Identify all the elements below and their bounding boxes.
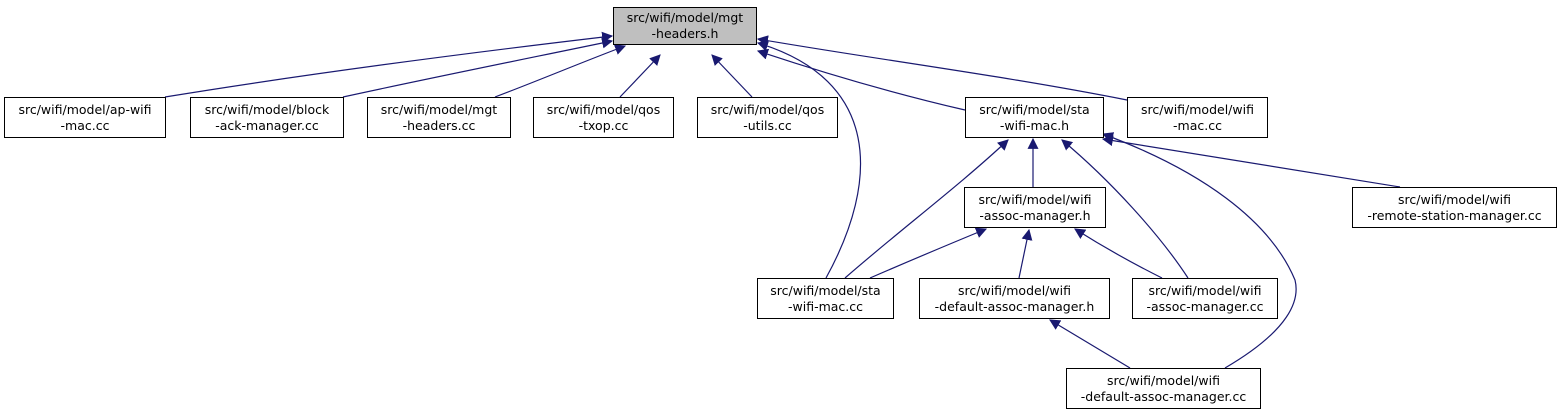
node-label-line2: -mac.cc: [1173, 117, 1222, 133]
edge-qos-utils-cc-to-mgt-headers-h: [711, 54, 753, 98]
node-qos-txop-cc[interactable]: src/wifi/model/qos -txop.cc: [533, 97, 674, 138]
edge-sta-wifi-mac-cc-to-wifi-assoc-manager-h: [869, 227, 988, 279]
node-label-line1: src/wifi/model/qos: [546, 101, 661, 117]
edge-sta-wifi-mac-cc-to-sta-wifi-mac-h: [844, 139, 1009, 279]
node-label-line1: src/wifi/model/wifi: [1398, 191, 1511, 207]
node-wifi-remote-station-manager-cc[interactable]: src/wifi/model/wifi -remote-station-mana…: [1352, 187, 1557, 228]
node-label-line2: -assoc-manager.cc: [1146, 298, 1264, 314]
edge-ap-wifi-mac-cc-to-mgt-headers-h: [164, 31, 614, 98]
node-label-line1: src/wifi/model/mgt: [380, 101, 498, 117]
node-label-line1: src/wifi/model/wifi: [1107, 372, 1220, 388]
node-wifi-default-assoc-manager-cc[interactable]: src/wifi/model/wifi -default-assoc-manag…: [1066, 368, 1261, 409]
node-label-line2: -assoc-manager.h: [979, 207, 1091, 223]
node-label-line2: -wifi-mac.cc: [787, 298, 864, 314]
edge-wifi-default-assoc-manager-h-to-wifi-assoc-manager-h: [1018, 228, 1033, 279]
node-sta-wifi-mac-h[interactable]: src/wifi/model/sta -wifi-mac.h: [965, 97, 1104, 138]
node-label-line1: src/wifi/model/mgt: [626, 10, 744, 25]
node-block-ack-manager-cc[interactable]: src/wifi/model/block -ack-manager.cc: [190, 97, 344, 138]
node-label-line2: -remote-station-manager.cc: [1367, 207, 1542, 223]
node-label-line1: src/wifi/model/block: [204, 101, 330, 117]
node-label-line2: -wifi-mac.h: [999, 117, 1070, 133]
node-qos-utils-cc[interactable]: src/wifi/model/qos -utils.cc: [697, 97, 838, 138]
node-label-line2: -txop.cc: [578, 117, 629, 133]
node-mgt-headers-cc[interactable]: src/wifi/model/mgt -headers.cc: [367, 97, 511, 138]
node-mgt-headers-h[interactable]: src/wifi/model/mgt -headers.h: [613, 7, 757, 45]
node-label-line1: src/wifi/model/sta: [979, 101, 1090, 117]
edge-wifi-default-assoc-manager-cc-to-wifi-default-assoc-manager-h: [1049, 319, 1131, 369]
node-label-line1: src/wifi/model/qos: [710, 101, 825, 117]
node-wifi-mac-cc[interactable]: src/wifi/model/wifi -mac.cc: [1127, 97, 1268, 138]
node-label-line2: -mac.cc: [60, 117, 110, 133]
node-label-line2: -headers.cc: [402, 117, 476, 133]
node-label-line1: src/wifi/model/wifi: [1141, 101, 1254, 117]
edge-qos-txop-cc-to-mgt-headers-h: [619, 54, 661, 98]
edge-block-ack-manager-cc-to-mgt-headers-h: [342, 37, 614, 98]
node-label-line1: src/wifi/model/ap-wifi: [18, 101, 152, 117]
node-ap-wifi-mac-cc[interactable]: src/wifi/model/ap-wifi -mac.cc: [4, 97, 166, 138]
node-label-line2: -default-assoc-manager.cc: [1080, 388, 1247, 404]
node-label-line1: src/wifi/model/wifi: [958, 282, 1071, 298]
node-label-line1: src/wifi/model/sta: [770, 282, 881, 298]
edge-wifi-mac-cc-to-mgt-headers-h: [756, 35, 1128, 101]
node-sta-wifi-mac-cc[interactable]: src/wifi/model/sta -wifi-mac.cc: [757, 278, 894, 319]
edge-mgt-headers-cc-to-mgt-headers-h: [494, 44, 627, 98]
node-label-line1: src/wifi/model/wifi: [978, 191, 1092, 207]
node-wifi-default-assoc-manager-h[interactable]: src/wifi/model/wifi -default-assoc-manag…: [919, 278, 1110, 319]
edge-wifi-assoc-manager-cc-to-wifi-assoc-manager-h: [1074, 228, 1163, 279]
edge-wifi-remote-station-manager-cc-to-sta-wifi-mac-h: [1101, 135, 1401, 188]
edge-wifi-assoc-manager-cc-to-sta-wifi-mac-h: [1061, 139, 1189, 279]
edge-wifi-default-assoc-manager-cc-to-sta-wifi-mac-h: [1101, 132, 1297, 369]
node-label-line2: -ack-manager.cc: [215, 117, 319, 133]
node-wifi-assoc-manager-cc[interactable]: src/wifi/model/wifi -assoc-manager.cc: [1132, 278, 1278, 319]
node-label-line1: src/wifi/model/wifi: [1148, 282, 1262, 298]
edge-sta-wifi-mac-cc-to-mgt-headers-h: [756, 40, 862, 279]
node-label-line2: -headers.h: [651, 26, 719, 41]
edge-sta-wifi-mac-h-to-mgt-headers-h: [756, 48, 966, 111]
node-label-line2: -default-assoc-manager.h: [934, 298, 1095, 314]
node-label-line2: -utils.cc: [743, 117, 792, 133]
node-wifi-assoc-manager-h[interactable]: src/wifi/model/wifi -assoc-manager.h: [964, 187, 1106, 228]
